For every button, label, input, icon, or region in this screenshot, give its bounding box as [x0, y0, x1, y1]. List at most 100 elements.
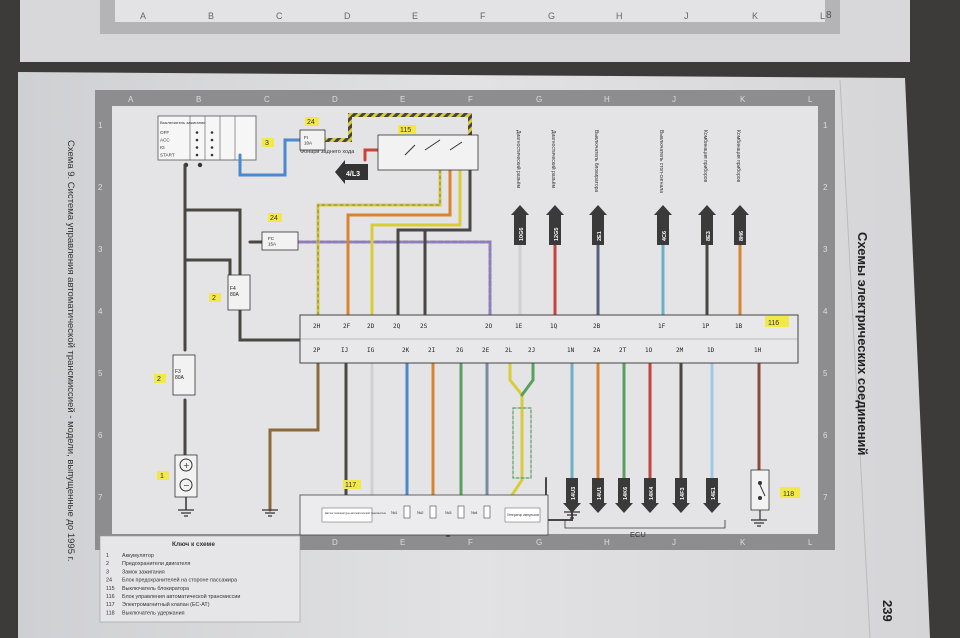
- ecu-bottom-pin: 1O: [645, 347, 653, 354]
- grid-column-label: F: [468, 538, 473, 547]
- ecu-top-pin: 1F: [658, 323, 666, 330]
- fuse-ecu-callout: 24: [270, 215, 278, 222]
- battery: + − 1: [157, 454, 198, 510]
- bottom-connector: 14F3: [672, 478, 690, 513]
- legend: Ключ к схеме: [99, 535, 301, 623]
- grid-row-label: 5: [98, 369, 103, 378]
- ecu-top-pin: 2F: [343, 323, 351, 330]
- grid-row-label: 7: [823, 493, 828, 502]
- grid-row-label: 1: [823, 121, 828, 130]
- grid-row-label: 3: [98, 245, 103, 254]
- grid-row-label: 4: [98, 307, 103, 316]
- switch-box-115: 115: [377, 125, 479, 171]
- ignition-position-label: START: [160, 153, 175, 158]
- ecu-bottom-pin: 2J: [528, 347, 535, 354]
- temperature-sensor-label: Датчик температуры автоматической трансм…: [325, 511, 387, 515]
- ground-symbols: [178, 509, 767, 537]
- solenoid-valve: №1: [391, 505, 411, 519]
- ecu-bottom-pin: 2E: [482, 347, 490, 354]
- bottom-connector: 14E1: [703, 478, 721, 513]
- tail-lamp-label: Фонари заднего хода: [300, 149, 355, 155]
- grid-column-label: L: [808, 95, 813, 104]
- ecu-bottom-pin: 1H: [754, 347, 762, 354]
- solenoid-label: №3: [445, 510, 452, 515]
- legend-item-text: Электромагнитный клапан (ЕС-АТ): [122, 601, 210, 608]
- top-connector-code: 4C6: [662, 231, 668, 241]
- grid-column-label: E: [400, 95, 405, 104]
- grid-column-label: G: [536, 538, 542, 547]
- top-page-column-label: A: [140, 11, 146, 21]
- solenoid-label: №4: [471, 510, 478, 515]
- ecu-bottom-pin: 2K: [402, 347, 410, 354]
- ecu-block: 116: [299, 314, 799, 364]
- switch-box-callout: 115: [400, 127, 411, 134]
- top-connector-code: 10G6: [519, 228, 525, 241]
- top-connector-code: 2E1: [597, 231, 603, 241]
- top-page-column-label: H: [616, 11, 623, 21]
- ecu-top-pin: 2H: [313, 323, 321, 330]
- ecu-bottom-pin: IG: [367, 347, 375, 354]
- grid-column-label: B: [196, 95, 201, 104]
- page-caption: Схема 9. Система управления автоматическ…: [65, 140, 76, 562]
- solenoid-label: №2: [417, 510, 424, 515]
- ecu-bottom-pin: 2L: [505, 347, 513, 354]
- sensor-block-callout: 117: [345, 482, 356, 489]
- top-page-column-label: E: [412, 11, 418, 21]
- grid-column-label: L: [808, 538, 813, 547]
- grid-row-label: 1: [98, 121, 103, 130]
- legend-item-number: 116: [106, 594, 115, 600]
- ecu-bottom-pin: 2M: [676, 347, 684, 354]
- top-connector-label: Комбинация приборов: [702, 130, 708, 183]
- top-page-row-number: 8: [826, 10, 832, 21]
- grid-column-label: J: [672, 538, 676, 547]
- legend-item-text: Выключатель блокиратора: [122, 586, 189, 592]
- solenoids: №1 №2 №3 №4: [391, 505, 491, 519]
- ecu-bottom-pin: 1D: [707, 347, 715, 354]
- ecu-bottom-pin: 2T: [619, 347, 627, 354]
- grid-column-label: F: [468, 95, 473, 104]
- solenoid-valve: №2: [417, 505, 437, 519]
- hold-switch-callout: 118: [783, 491, 794, 498]
- bottom-connector-code: 14U3: [571, 487, 577, 500]
- bottom-connector: 14U3: [563, 478, 581, 513]
- ignition-position-label: ACC: [160, 138, 170, 143]
- ecu-bottom-pin: 2G: [456, 347, 464, 354]
- ecu-bottom-pin: 2P: [313, 347, 321, 354]
- grid-column-label: K: [740, 538, 746, 547]
- solenoid-valve: №3: [445, 505, 465, 519]
- legend-item-text: Замок зажигания: [122, 569, 165, 575]
- ignition-position-label: OFF: [160, 130, 169, 135]
- legend-item-number: 3: [106, 569, 109, 575]
- grid-row-label: 4: [823, 307, 828, 316]
- solenoid-label: №1: [391, 510, 398, 515]
- tail-lamp-arrow: 4/L3 Фонари заднего хода: [300, 149, 368, 184]
- fuse-f3-callout: 2: [157, 376, 161, 383]
- grid-row-label: 5: [823, 369, 828, 378]
- ecu-top-pin: 1B: [735, 323, 743, 330]
- ecu-top-pin: 1E: [515, 323, 523, 330]
- ecu-label-bracket: ECU: [564, 520, 726, 539]
- ecu-top-pin: 1Q: [550, 323, 558, 330]
- top-connector-label: Диагностический разъём: [550, 130, 557, 189]
- grid-column-label: A: [128, 95, 134, 104]
- ecu-bottom-pin: 2I: [428, 347, 436, 354]
- ignition-callout: 3: [265, 140, 269, 147]
- grid-row-label: 6: [823, 431, 828, 440]
- top-connector-label: Комбинация приборов: [735, 130, 741, 183]
- grid-column-label: H: [604, 95, 610, 104]
- legend-item-text: Предохранители двигателя: [122, 561, 191, 567]
- bottom-connector-code: 14K6: [623, 487, 629, 500]
